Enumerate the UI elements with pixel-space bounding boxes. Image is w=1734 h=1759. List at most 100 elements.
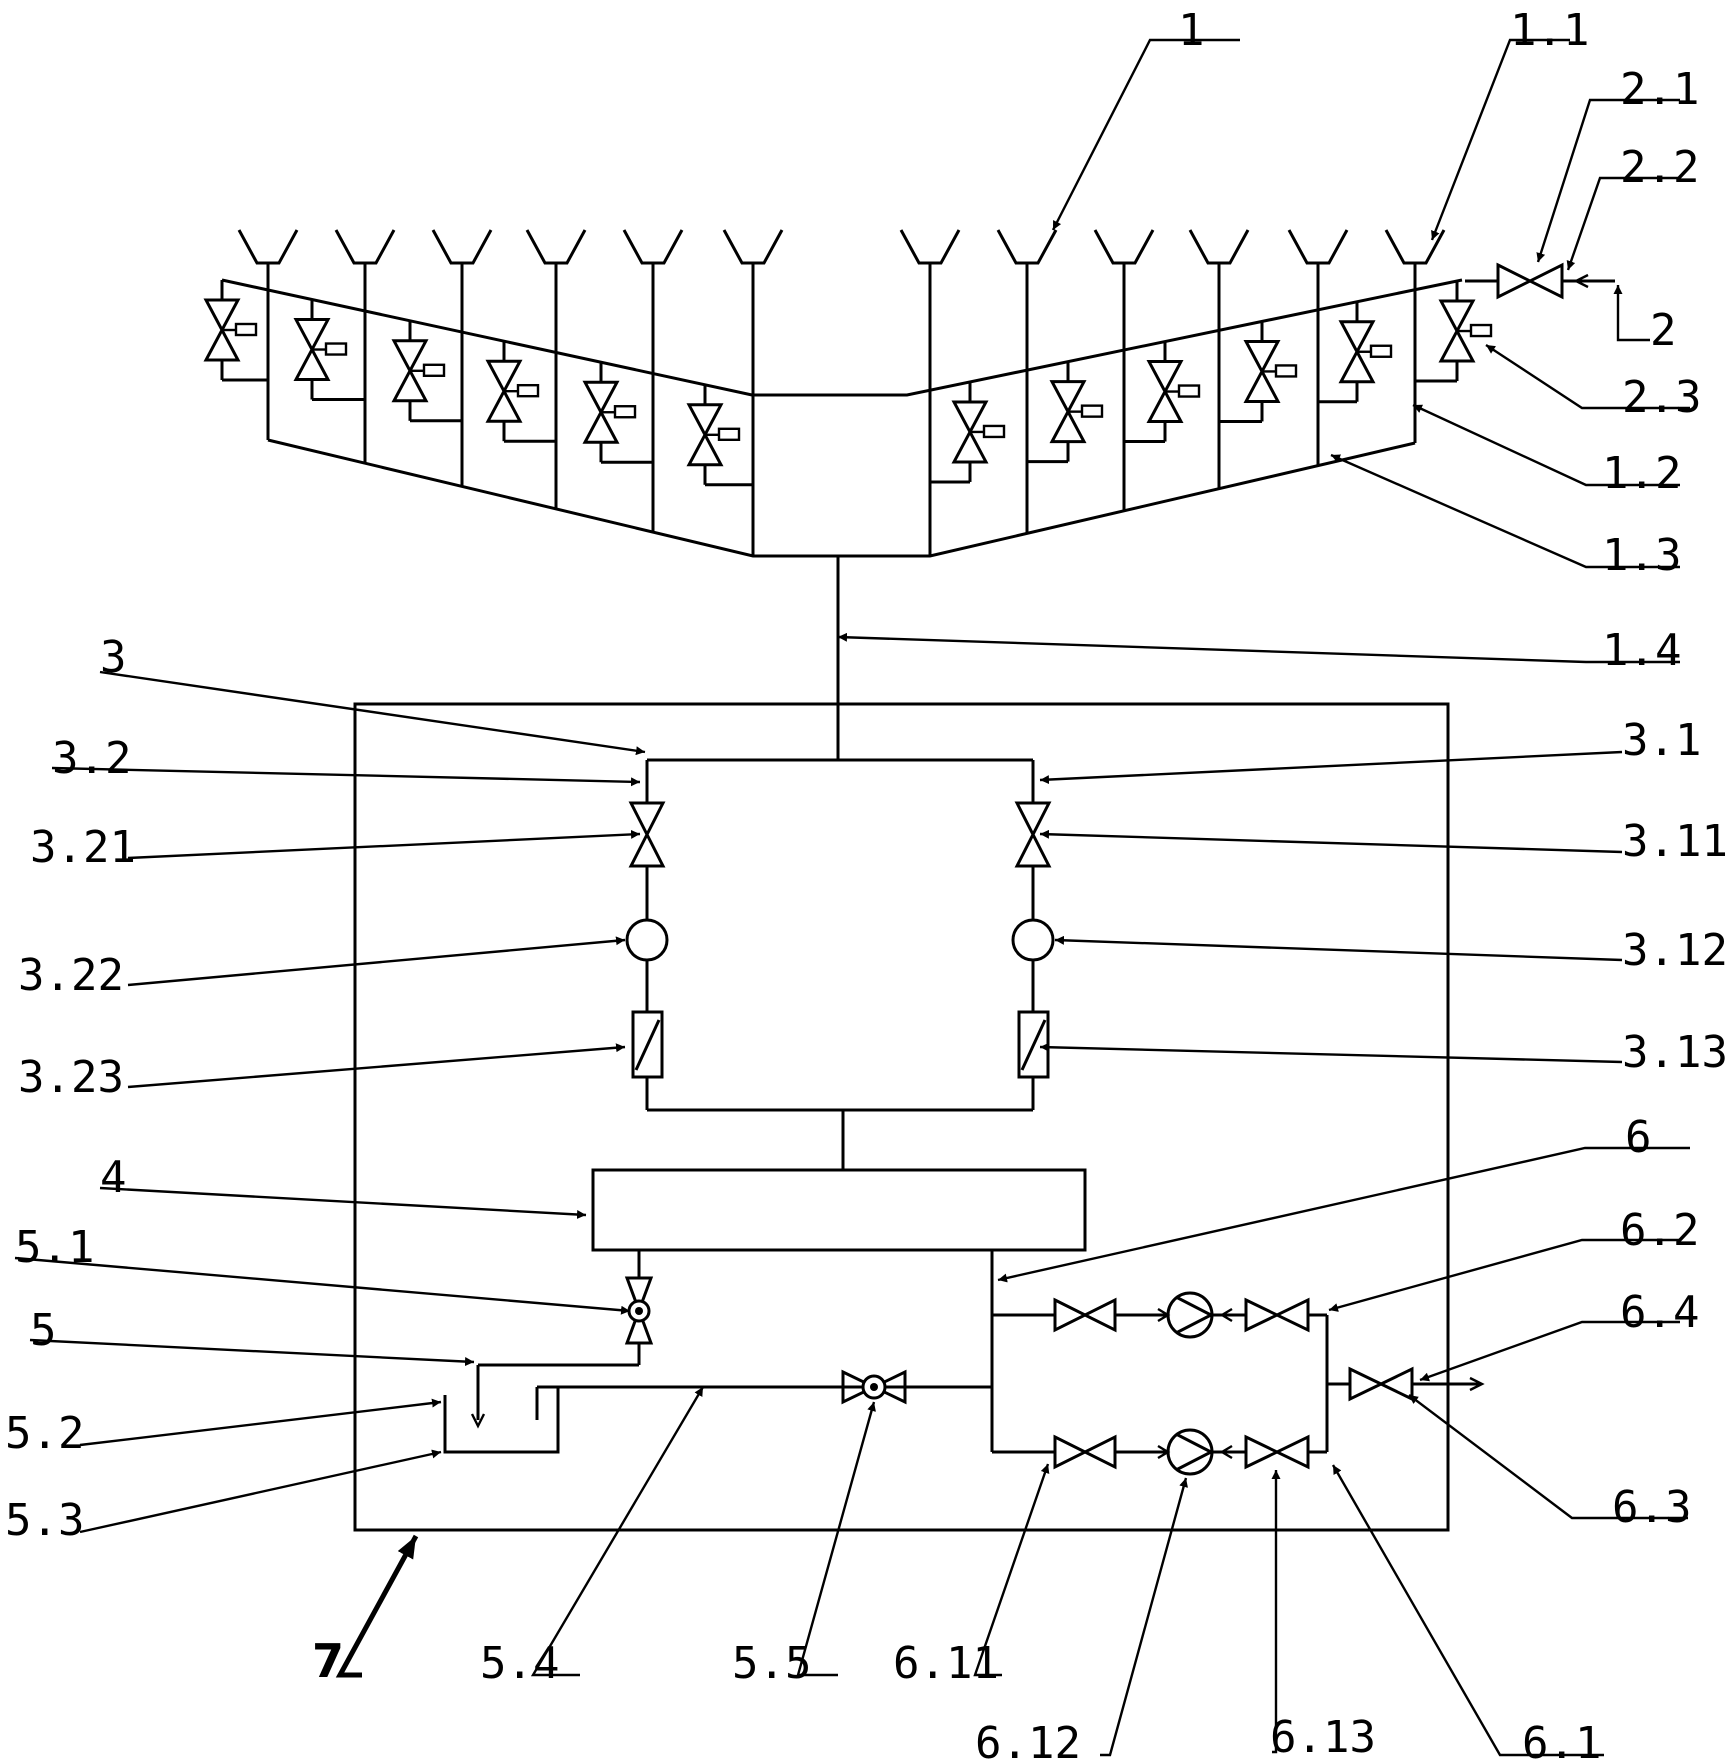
leader-line (1536, 98, 1680, 263)
leader-line (997, 1146, 1690, 1283)
leader-line (79, 1449, 442, 1534)
solenoid-valve (293, 318, 331, 382)
leader-line (1039, 829, 1623, 854)
label-3-22: 3.22 (18, 950, 124, 1001)
valve-actuator (324, 342, 348, 356)
label-1: 1 (1178, 5, 1205, 56)
leader-line (99, 1186, 587, 1219)
collector-funnel (525, 229, 587, 265)
leader-line (1408, 1394, 1688, 1520)
label-1-1: 1.1 (1510, 5, 1589, 56)
labels: 1 1.1 2.1 2.2 2 2.3 1.2 1.3 1.4 3 3.2 3.… (5, 5, 1728, 1759)
collector-funnel (1287, 229, 1349, 265)
leader-line (127, 1043, 626, 1089)
collector-funnel (899, 229, 961, 265)
label-5-3: 5.3 (5, 1495, 84, 1546)
leader-line (14, 1256, 631, 1315)
pump-symbol (1175, 1295, 1215, 1335)
label-3-21: 3.21 (30, 822, 136, 873)
leader-line (1051, 38, 1240, 231)
pump-inlet-valve (1053, 1434, 1117, 1470)
label-3-13: 3.13 (1622, 1027, 1728, 1078)
leader-lines (14, 38, 1690, 1757)
check-arrow (1219, 1307, 1233, 1323)
label-3-1: 3.1 (1622, 715, 1701, 766)
valve-actuator (1369, 344, 1393, 358)
solenoid-valve (1243, 339, 1281, 403)
label-5-4: 5.4 (480, 1638, 559, 1689)
collector-funnel (622, 229, 684, 265)
valve-actuator (422, 363, 446, 377)
label-2-2: 2.2 (1620, 142, 1699, 193)
leader-line (1054, 935, 1623, 962)
leader-line (1419, 1320, 1680, 1382)
label-5-1: 5.1 (15, 1222, 94, 1273)
label-5-2: 5.2 (5, 1408, 84, 1459)
storage-tank (591, 1168, 1087, 1252)
leader-line (1412, 403, 1680, 487)
solenoid-valve (1146, 360, 1184, 424)
leader-line (1430, 38, 1570, 241)
pump-outlet-valve (1244, 1434, 1310, 1470)
solenoid-valve (1338, 320, 1376, 384)
label-1-4: 1.4 (1602, 625, 1681, 676)
leader-line (1328, 1238, 1680, 1312)
leader-line (127, 936, 626, 987)
leader-line (127, 829, 641, 860)
label-3-12: 3.12 (1622, 925, 1728, 976)
enclosure-box (353, 702, 1450, 1532)
leader-line (99, 670, 646, 756)
label-6: 6 (1625, 1112, 1652, 1163)
lower-manifold-pipe (267, 438, 1416, 558)
solenoid-valve (951, 400, 989, 464)
solenoid-valve (1049, 380, 1087, 444)
collector-funnel (237, 229, 299, 265)
leader-line (1566, 176, 1680, 271)
inlet-valve (1465, 262, 1615, 300)
label-6-3: 6.3 (1612, 1482, 1691, 1533)
label-1-2: 1.2 (1602, 448, 1681, 499)
solenoid-valve (1438, 299, 1476, 363)
label-6-11: 6.11 (893, 1638, 999, 1689)
leader-line (796, 1401, 876, 1677)
label-2-3: 2.3 (1622, 372, 1701, 423)
label-1-3: 1.3 (1602, 530, 1681, 581)
check-arrow (1219, 1444, 1233, 1460)
label-6-4: 6.4 (1620, 1287, 1699, 1338)
collector-funnel (431, 229, 493, 265)
outlet-valve (1327, 1366, 1485, 1402)
leader-line (1039, 1042, 1623, 1064)
label-4: 4 (100, 1152, 127, 1203)
label-6-12: 6.12 (975, 1718, 1081, 1759)
leader-line-enclosure (335, 1534, 419, 1678)
valve-actuator (613, 405, 637, 419)
label-2: 2 (1650, 305, 1677, 356)
valve-actuator (1080, 404, 1104, 418)
solenoid-valve (203, 298, 241, 362)
label-2-1: 2.1 (1620, 64, 1699, 115)
label-6-13: 6.13 (1270, 1712, 1376, 1759)
solenoid-valve (686, 403, 724, 467)
solenoid-valve (582, 380, 620, 444)
collector-funnel (334, 229, 396, 265)
label-5: 5 (30, 1305, 57, 1356)
drain-section (443, 1250, 992, 1454)
pump (1166, 1291, 1214, 1339)
leader-line (29, 1338, 475, 1367)
label-3-23: 3.23 (18, 1052, 124, 1103)
valve-actuator (1274, 364, 1298, 378)
collector-funnel (996, 229, 1058, 265)
collector-network (203, 229, 1493, 558)
filter-branch-loop (625, 758, 1055, 1170)
leader-line (51, 766, 641, 787)
valve-actuator (1177, 384, 1201, 398)
leader-line (1271, 1470, 1281, 1754)
leader-line (973, 1463, 1050, 1677)
leader-line (1613, 285, 1650, 342)
label-6-2: 6.2 (1620, 1205, 1699, 1256)
leader-line (1100, 1477, 1188, 1757)
pump-inlet-valve (1053, 1297, 1117, 1333)
collector-funnel (722, 229, 784, 265)
collector-funnel (1093, 229, 1155, 265)
